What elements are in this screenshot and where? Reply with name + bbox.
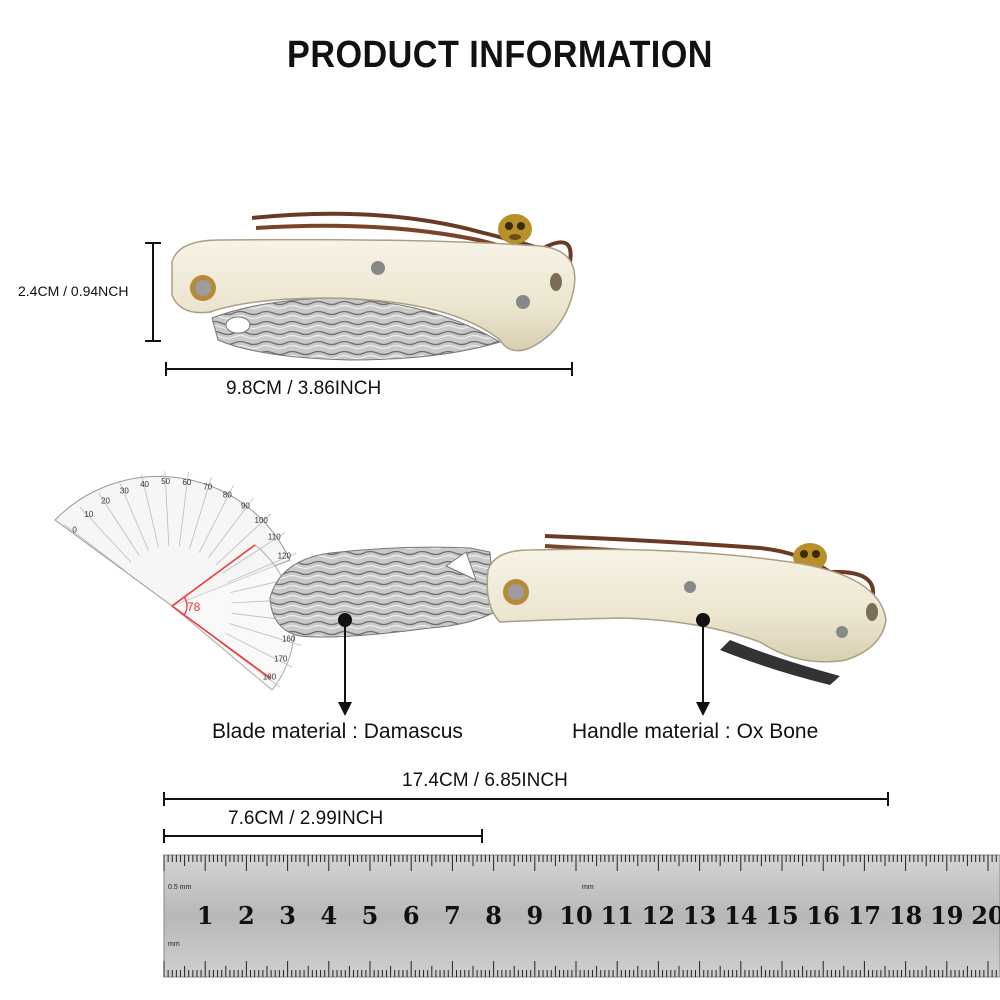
- protractor-ray: [118, 481, 149, 551]
- protractor-mark: 50: [161, 477, 170, 486]
- protractor-mark: 160: [282, 635, 296, 644]
- ruler-number: 4: [320, 901, 337, 930]
- open-knife-image: [269, 534, 887, 685]
- height-dimension-line: [145, 242, 161, 342]
- ruler-resolution: 0.5 mm: [168, 884, 192, 891]
- ruler-number: 18: [889, 901, 922, 930]
- protractor-mark: 100: [255, 516, 269, 525]
- ruler-number: 12: [642, 901, 675, 930]
- protractor-mark: 110: [268, 533, 281, 542]
- protractor-ray: [229, 623, 302, 646]
- protractor-mark: 20: [101, 497, 110, 506]
- ruler-number: 17: [848, 901, 881, 930]
- page-title: PRODUCT INFORMATION: [287, 34, 713, 76]
- protractor-mark: 70: [203, 482, 212, 491]
- protractor-mark: 60: [182, 478, 191, 487]
- protractor-mark: 10: [84, 510, 93, 519]
- ruler-number: 8: [485, 901, 502, 930]
- handle-pointer: [696, 613, 710, 716]
- protractor-mark: 120: [278, 551, 292, 560]
- protractor-mark: 40: [140, 480, 149, 489]
- protractor-angle-label: 78: [187, 600, 201, 614]
- ruler-number: 11: [600, 901, 633, 930]
- ruler-number: 7: [444, 901, 461, 930]
- protractor-ray: [164, 471, 170, 547]
- protractor-mark: 0: [72, 526, 77, 535]
- ruler-unit-bottom: mm: [168, 941, 180, 948]
- ruler-number: 16: [806, 901, 839, 930]
- ruler-number: 9: [526, 901, 543, 930]
- ruler-number: 3: [279, 901, 296, 930]
- closed-length-label: 9.8CM / 3.86INCH: [226, 378, 382, 399]
- ruler-number: 14: [724, 901, 757, 930]
- protractor-ray: [189, 476, 212, 549]
- protractor-ray: [215, 513, 272, 566]
- protractor-mark: 30: [120, 487, 129, 496]
- ruler-number: 20: [971, 901, 1000, 930]
- protractor-mark: 90: [241, 502, 250, 511]
- protractor-ray: [79, 506, 132, 563]
- protractor-mark: 170: [274, 654, 288, 663]
- open-length-label: 17.4CM / 6.85INCH: [402, 770, 568, 791]
- blade-length-label: 7.6CM / 2.99INCH: [228, 808, 384, 829]
- ruler-number: 10: [559, 901, 592, 930]
- blade-material-label: Blade material : Damascus: [212, 720, 463, 743]
- blade-pointer: [338, 613, 352, 716]
- closed-length-dimension-line: [165, 362, 573, 376]
- closed-knife-image: [171, 211, 576, 361]
- protractor-ray: [207, 497, 254, 559]
- ruler-number: 15: [765, 901, 798, 930]
- handle-material-label: Handle material : Ox Bone: [572, 720, 819, 743]
- ruler-number: 6: [403, 901, 420, 930]
- protractor-ray: [178, 471, 189, 547]
- protractor-ray: [227, 552, 297, 583]
- protractor-ray: [222, 532, 286, 574]
- protractor-image: 0102030405060708090100110120130140150160…: [54, 471, 307, 691]
- height-label: 2.4CM / 0.94NCH: [18, 283, 129, 299]
- protractor-ray: [219, 641, 281, 688]
- ruler-unit-top: mm: [582, 884, 594, 891]
- open-length-dimension-line: [163, 792, 889, 806]
- protractor-ray: [225, 632, 293, 668]
- ruler-number: 5: [362, 901, 379, 930]
- blade-length-dimension-line: [163, 829, 483, 843]
- protractor-ray: [98, 492, 140, 556]
- ruler-number: 13: [683, 901, 716, 930]
- ruler-number: 1: [197, 901, 214, 930]
- protractor-ray: [141, 474, 159, 548]
- protractor-ray: [198, 485, 234, 553]
- ruler-number: 19: [930, 901, 963, 930]
- protractor-mark: 80: [223, 490, 232, 499]
- ruler-number: 2: [238, 901, 255, 930]
- protractor-ray: [63, 524, 125, 571]
